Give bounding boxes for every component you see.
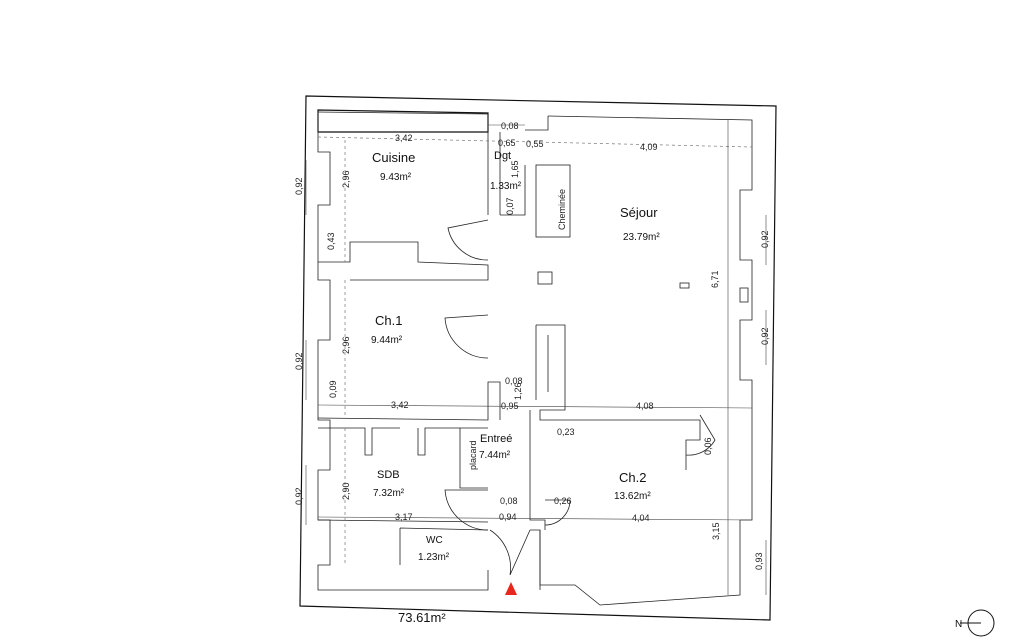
dim-text: 0,92 (294, 487, 304, 505)
dim-text: 3,42 (391, 400, 409, 410)
room-name-ch2: Ch.2 (619, 470, 646, 485)
room-area-cuisine: 9.43m² (380, 172, 412, 183)
dim-text: 2,96 (341, 170, 351, 188)
north-label: N (955, 619, 962, 630)
dim-text: 4,08 (636, 401, 654, 411)
dim-text: 0,23 (557, 427, 575, 437)
dimension-texts: 3,42 0,08 0,65 0,55 4,09 1,65 0,07 2,96 … (294, 121, 770, 570)
dim-text: 1,26 (513, 382, 523, 400)
dim-text: 0,06 (703, 437, 713, 455)
dim-text: 0,92 (760, 230, 770, 248)
dim-text: 0,95 (501, 401, 519, 411)
doors (444, 219, 716, 576)
room-name-sdb: SDB (377, 469, 400, 481)
room-area-entree: 7.44m² (479, 450, 511, 461)
outer-walls (299, 95, 777, 621)
dim-text: 0,08 (500, 496, 518, 506)
room-name-entree: Entreé (480, 433, 512, 445)
dim-text: 6,71 (710, 270, 720, 288)
dim-text: 4,04 (632, 513, 650, 523)
dim-text: 0,93 (754, 552, 764, 570)
dim-text: 2,90 (341, 482, 351, 500)
room-area-sdb: 7.32m² (373, 488, 405, 499)
room-labels: Cuisine 9.43m² Dgt 1.33m² Séjour 23.79m²… (371, 150, 660, 563)
dim-text: 1,65 (510, 160, 520, 178)
dim-text: 0,92 (294, 352, 304, 370)
dim-text: 0,08 (501, 121, 519, 131)
dim-text: 0,43 (326, 232, 336, 250)
dim-text: 0,65 (498, 138, 516, 148)
dim-text: 3,15 (711, 522, 721, 540)
dim-text: 0,92 (294, 177, 304, 195)
north-arrow-icon: N (955, 609, 995, 637)
room-name-wc: WC (426, 535, 443, 546)
dim-text: 3,17 (395, 512, 413, 522)
room-name-ch1: Ch.1 (375, 313, 402, 328)
dim-text: 3,42 (395, 133, 413, 143)
room-area-wc: 1.23m² (418, 552, 450, 563)
dim-text: 0,92 (760, 327, 770, 345)
dim-text: 0,55 (526, 139, 544, 149)
dim-text: 0,94 (499, 512, 517, 522)
placard-label: placard (468, 440, 478, 470)
dim-text: 0,07 (505, 197, 515, 215)
dim-text: 0,08 (505, 376, 523, 386)
room-area-sejour: 23.79m² (623, 232, 660, 243)
room-name-dgt: Dgt (494, 150, 511, 162)
dim-text: 0,09 (328, 380, 338, 398)
room-name-sejour: Séjour (620, 205, 658, 220)
total-area: 73.61m² (398, 610, 446, 625)
cheminee-label: Cheminée (557, 189, 567, 230)
dim-text: 2,96 (341, 336, 351, 354)
entry-arrow-icon (505, 582, 517, 595)
dim-text: 4,09 (640, 142, 658, 152)
dim-text: 0,26 (554, 496, 572, 506)
dimension-lines (305, 120, 767, 595)
room-area-ch1: 9.44m² (371, 335, 403, 346)
room-name-cuisine: Cuisine (372, 150, 415, 165)
room-area-ch2: 13.62m² (614, 491, 651, 502)
interior-walls (317, 116, 749, 590)
room-area-dgt: 1.33m² (490, 181, 522, 192)
